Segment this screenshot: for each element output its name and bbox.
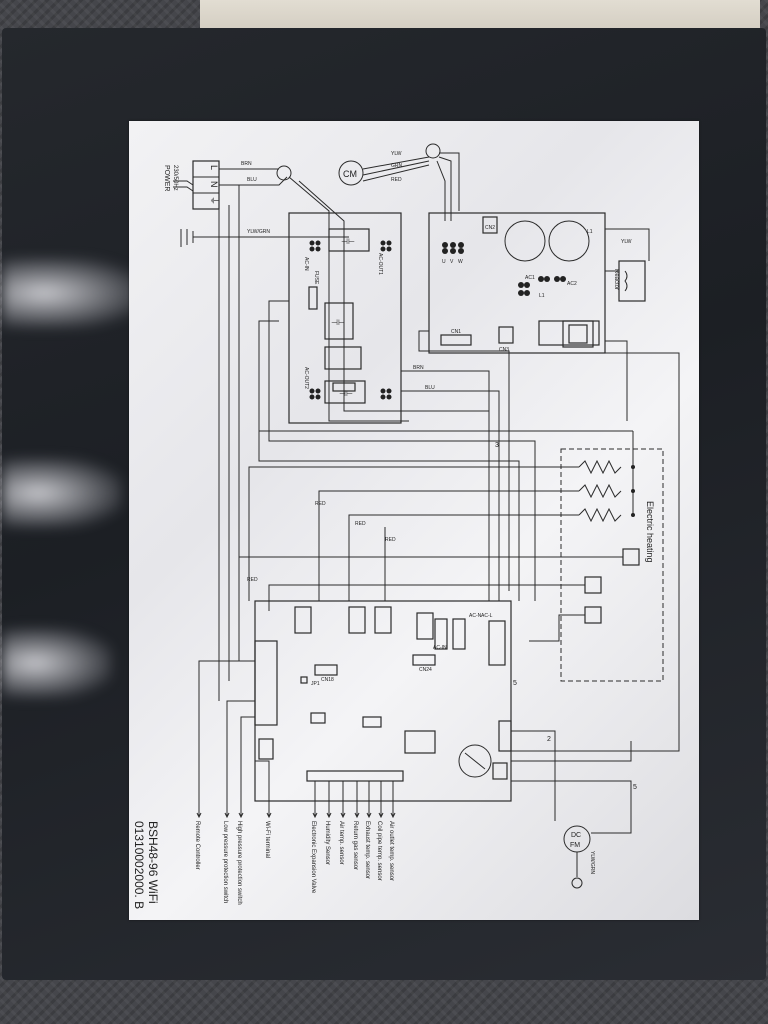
capacitor-icon	[504, 220, 546, 262]
reactor: Reactor YLW	[605, 228, 650, 302]
wire-label-red: RED	[385, 537, 396, 543]
dc-label: DC	[571, 832, 581, 839]
control-leads	[196, 660, 272, 819]
sensor-label: Exhaust temp. sensor	[364, 821, 370, 879]
svg-text:⊣⊢: ⊣⊢	[341, 237, 355, 246]
electric-heating-label: Electric heating	[645, 501, 655, 563]
l1-label-top: L1	[587, 229, 593, 235]
ground-icon	[180, 229, 219, 247]
ac-out2-label: AC-OUT2	[303, 367, 309, 389]
ac-l-label: AC-L	[481, 613, 493, 619]
dc-fan-motor: DC FM YLW/GRN	[511, 352, 680, 889]
ac1-label: AC1	[525, 275, 535, 281]
light-glare	[2, 628, 112, 698]
sensor-label: Air temp. sensor	[338, 821, 344, 865]
wire-count-5b: 5	[633, 784, 637, 791]
cn3-label: CN3	[499, 347, 509, 353]
terminal-w: W	[458, 259, 463, 265]
ferrite-ring-icon	[425, 143, 441, 159]
light-glare	[2, 258, 142, 328]
l1-label: L1	[539, 293, 545, 299]
compressor-motor: CM YLW GRN RED	[338, 143, 460, 221]
wire-label-ylwgrn: YLW/GRN	[589, 851, 595, 874]
control-label: Wi-Fi terminal	[264, 821, 270, 858]
wire-label-red: RED	[247, 577, 258, 583]
wiring-diagram: BSH48-96 WiFi 01310002000. B L N ⏚ POWER…	[132, 143, 680, 909]
wire-label-red: RED	[391, 177, 402, 183]
cn24-label: CN24	[419, 667, 432, 673]
wire-label-red: RED	[315, 501, 326, 507]
cm-label: CM	[343, 169, 357, 179]
control-lead	[226, 700, 255, 817]
cn1-label: CN1	[451, 329, 461, 335]
filter-board: ⊣⊢ ⊣⊢ ⊣⊢ AC-IN AC-OUT1 AC-OUT2 FUSE	[288, 212, 402, 424]
electric-heating: Electric heating RED RED RED RED	[238, 430, 664, 682]
wiring-diagram-label: BSH48-96 WiFi 01310002000. B L N ⏚ POWER…	[129, 121, 699, 920]
fm-label: FM	[570, 842, 580, 849]
wire-label-grn: GRN	[391, 163, 403, 169]
ac-in-label: AC-IN	[303, 257, 309, 271]
svg-text:⊣⊢: ⊣⊢	[339, 389, 353, 398]
inverter-board: CN2 CN1 CN3 AC1 AC2 L1 L1	[428, 212, 606, 354]
ground-icon	[571, 877, 583, 889]
power-terminal: L N ⏚ POWER 230/50Hz	[163, 160, 220, 210]
reactor-label: Reactor	[613, 269, 619, 290]
terminal-ground: ⏚	[209, 196, 219, 205]
power-label: POWER	[163, 165, 170, 191]
terminal-n: N	[209, 181, 219, 188]
wire-count-3: 3	[495, 442, 499, 449]
sensor-label: Humidity Sensor	[324, 821, 330, 865]
wire-label-brn: BRN	[241, 161, 252, 167]
capacitor-icon	[548, 220, 590, 262]
sensor-leads	[312, 781, 396, 819]
cn18-label: CN18	[321, 677, 334, 683]
sensor-label: Electronic Expansion Valve	[310, 821, 316, 894]
wire-label-ylw: YLW	[391, 151, 402, 157]
power-spec-label: 230/50Hz	[172, 165, 178, 191]
capacitor-icon	[458, 744, 492, 778]
jp1-label: JP1	[311, 681, 320, 687]
wire-count-2: 2	[547, 736, 551, 743]
control-lead	[198, 660, 255, 817]
part-number-label: 01310002000. B	[132, 821, 146, 909]
terminal-v: V	[450, 259, 454, 265]
wire-label-blu: BLU	[247, 177, 257, 183]
uvw-terminal: U V W	[442, 242, 464, 265]
sensor-label: Coil pipe temp. sensor	[376, 821, 382, 881]
wire-label-ylw: YLW	[621, 239, 632, 245]
control-label: High pressure protection switch	[236, 821, 242, 905]
wire-label-blu: BLU	[425, 385, 435, 391]
ac2-label: AC2	[567, 281, 577, 287]
wire-label-ylwgrn: YLW/GRN	[247, 229, 270, 235]
ac-out1-label: AC-OUT1	[377, 253, 383, 275]
svg-text:⊣⊢: ⊣⊢	[331, 318, 345, 327]
cn2-label: CN2	[485, 225, 495, 231]
sensor-label: Return gas sensor	[352, 821, 358, 870]
control-label: Remote Controller	[194, 821, 200, 870]
ac-n-label: AC-N	[469, 613, 482, 619]
model-label: BSH48-96 WiFi	[146, 821, 160, 904]
control-lead	[240, 716, 255, 817]
control-lead	[255, 760, 270, 817]
fuse-label: FUSE	[313, 271, 319, 285]
control-label: Low pressure protection switch	[222, 821, 228, 903]
main-control-board: AC-L AC-N CN18 CN24 AC-IN JP1 2 5 5	[254, 600, 637, 821]
sensor-label: Air outlet temp. sensor	[388, 821, 394, 881]
wire-label-red: RED	[355, 521, 366, 527]
ferrite-ring-icon	[276, 165, 292, 181]
wire-count-5: 5	[513, 680, 517, 687]
terminal-l: L	[209, 165, 219, 170]
terminal-u: U	[442, 259, 446, 265]
ac-in-main-label: AC-IN	[433, 645, 447, 651]
light-glare	[2, 458, 122, 528]
wire-label-brn: BRN	[413, 365, 424, 371]
